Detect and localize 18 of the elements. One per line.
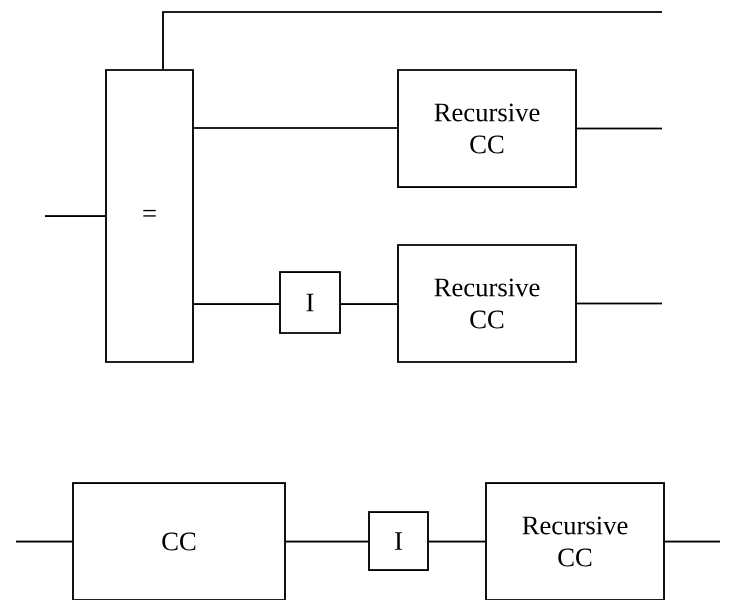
connector-line bbox=[45, 215, 106, 217]
connector-line bbox=[286, 540, 368, 542]
connector-line bbox=[194, 303, 280, 305]
connector-line bbox=[576, 302, 662, 304]
block-box: Recursive CC bbox=[485, 482, 665, 600]
connector-line bbox=[194, 127, 398, 129]
block-box: Recursive CC bbox=[397, 244, 577, 363]
block-box: Recursive CC bbox=[397, 69, 577, 188]
connector-line bbox=[16, 540, 72, 542]
block-box: CC bbox=[72, 482, 286, 600]
connector-line bbox=[340, 303, 398, 305]
block-box: I bbox=[279, 271, 341, 334]
connector-line bbox=[576, 128, 662, 130]
block-box: = bbox=[105, 69, 194, 363]
connector-line bbox=[428, 540, 486, 542]
block-box: I bbox=[368, 511, 429, 571]
connector-line bbox=[162, 11, 662, 70]
connector-line bbox=[664, 540, 720, 542]
